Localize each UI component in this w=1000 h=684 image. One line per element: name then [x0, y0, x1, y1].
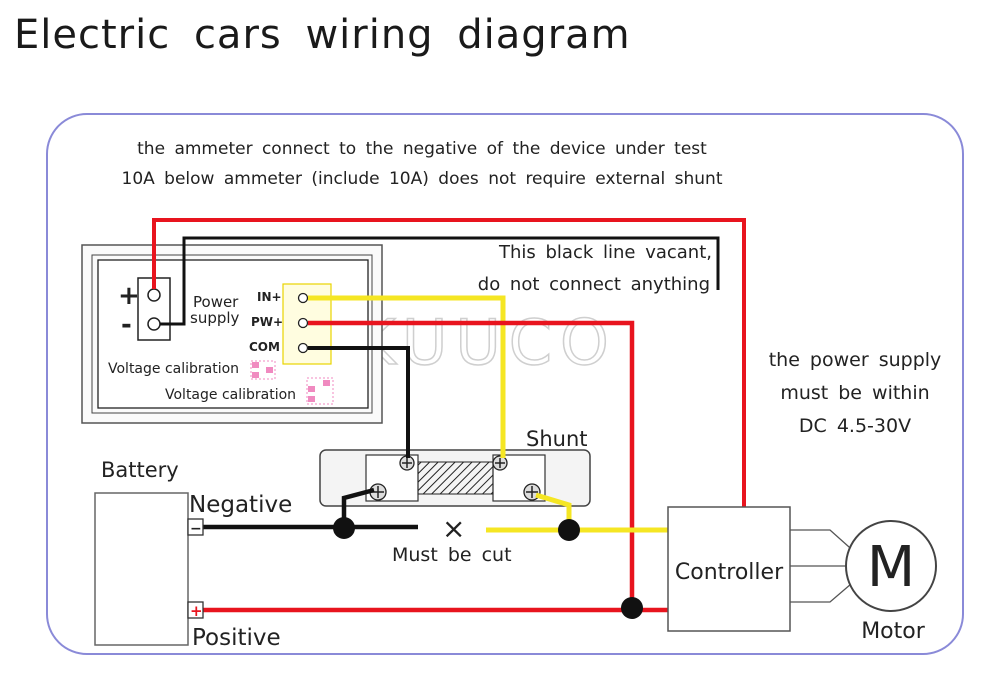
shunt-label: Shunt	[526, 427, 588, 451]
battery-negative-terminal	[187, 518, 204, 536]
battery-minus-sign: −	[190, 521, 202, 537]
junction-shunt-right	[558, 519, 580, 541]
page-title: Electric cars wiring diagram	[14, 12, 631, 58]
battery-label: Battery	[101, 458, 179, 482]
calibration-pad-1	[250, 360, 276, 380]
battery-body	[94, 492, 189, 646]
power-note-line-3: DC 4.5-30V	[799, 415, 911, 437]
motor-lead-top	[790, 529, 859, 556]
shunt-screw-right-top	[492, 455, 508, 471]
voltage-calibration-label-1: Voltage calibration	[108, 361, 239, 377]
negative-label: Negative	[189, 492, 292, 518]
note-no-external-shunt: 10A below ammeter (include 10A) does not…	[122, 169, 723, 189]
meter-inner	[91, 254, 373, 414]
watermark: KUUCO	[355, 306, 617, 379]
red-wire-power-plus	[152, 218, 746, 507]
power-supply-label-1: Power	[193, 293, 239, 311]
pw-plus-label: PW+	[251, 315, 283, 329]
must-be-cut-label: Must be cut	[392, 544, 512, 566]
battery-plus-sign: +	[190, 602, 203, 620]
terminal-pw-plus	[297, 317, 309, 329]
shunt-screw-left-top	[399, 455, 415, 471]
black-wire-vacant	[160, 236, 720, 326]
black-wire-com	[308, 346, 410, 458]
shunt-screw-left-bottom	[369, 483, 387, 501]
battery-positive-terminal	[187, 601, 204, 619]
terminal-in-plus	[297, 292, 309, 304]
cut-mark: ×	[442, 512, 465, 545]
com-label: COM	[249, 340, 280, 354]
power-note-line-1: the power supply	[769, 349, 942, 371]
yellow-wire-in-plus	[308, 295, 506, 458]
voltage-calibration-label-2: Voltage calibration	[165, 387, 296, 403]
terminal-com	[297, 342, 309, 354]
calibration-pad-2	[306, 377, 334, 405]
controller-box	[667, 506, 791, 632]
motor-symbol	[845, 520, 937, 612]
vacant-note-line-1: This black line vacant,	[498, 242, 712, 263]
note-ammeter-negative: the ammeter connect to the negative of t…	[137, 139, 707, 159]
meter-minus-label: -	[121, 310, 132, 340]
in-plus-label: IN+	[257, 290, 282, 304]
positive-label: Positive	[192, 625, 281, 651]
junction-positive	[621, 597, 643, 619]
motor-label: Motor	[861, 619, 926, 644]
diagram-frame	[46, 113, 964, 655]
power-note-line-2: must be within	[780, 382, 929, 404]
shunt-resistor	[417, 461, 494, 495]
power-supply-label-2: supply	[190, 309, 240, 327]
controller-label: Controller	[675, 560, 784, 585]
motor-lead-bottom	[790, 577, 859, 603]
junction-negative	[333, 517, 355, 539]
meter-plus-label: +	[118, 281, 140, 311]
vacant-note-line-2: do not connect anything	[478, 274, 710, 295]
motor-m-label: M	[867, 535, 915, 600]
red-wire-pw-plus	[308, 320, 635, 607]
